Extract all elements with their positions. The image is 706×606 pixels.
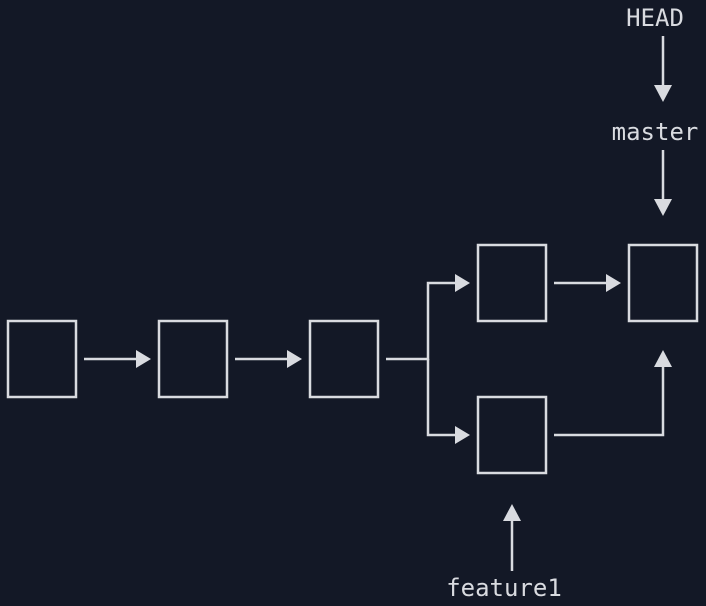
- feature1-branch-label: feature1: [446, 574, 562, 602]
- edge-merge-feature1: [554, 350, 672, 437]
- commit-3: [308, 319, 380, 399]
- head-ref-label: HEAD: [626, 4, 684, 32]
- head-pointer-arrow: [654, 36, 672, 102]
- edge-1-2: [84, 350, 151, 368]
- commit-1: [6, 319, 78, 399]
- edge-branch-split: [386, 274, 470, 444]
- commit-2: [157, 319, 229, 399]
- master-branch-label: master: [612, 118, 699, 146]
- commit-master-2: [627, 243, 699, 323]
- master-pointer-arrow: [654, 150, 672, 216]
- edge-master-1-2: [554, 274, 621, 292]
- feature1-pointer-arrow: [503, 504, 521, 571]
- commit-feature1: [476, 395, 548, 475]
- commit-master-1: [476, 243, 548, 323]
- edge-2-3: [235, 350, 302, 368]
